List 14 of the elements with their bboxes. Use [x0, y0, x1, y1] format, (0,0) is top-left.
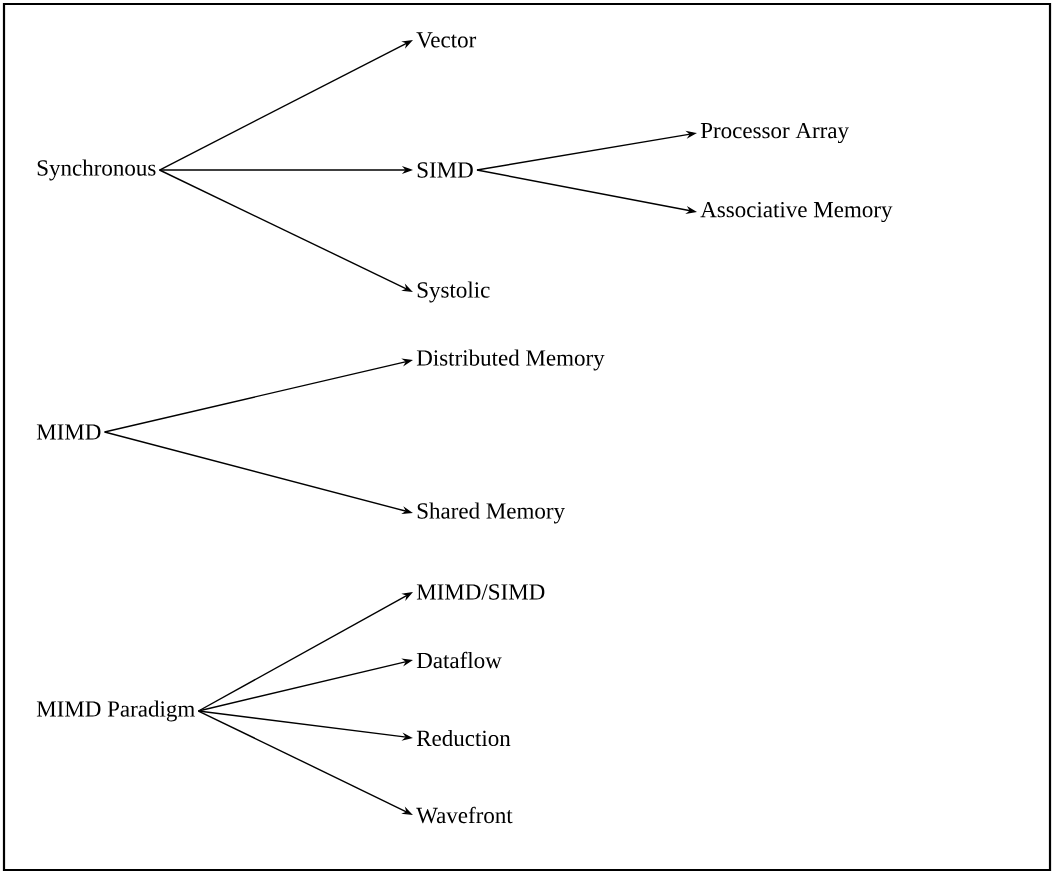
node-label: MIMD Paradigm	[36, 700, 195, 722]
node-label: Systolic	[417, 281, 490, 303]
node-label: Dataflow	[416, 651, 502, 669]
node-label: Associative Memory	[700, 201, 893, 223]
node-label: Vector	[416, 32, 477, 48]
node-label: Synchronous	[37, 159, 156, 181]
node-label: Shared Memory	[417, 502, 565, 524]
node-label: Wavefront	[416, 806, 513, 824]
node-label: MIMD	[36, 424, 101, 440]
node-label: Distributed Memory	[416, 349, 605, 371]
node-label: SIMD	[417, 162, 473, 178]
node-label: Reduction	[416, 729, 511, 747]
node-label: MIMD/SIMD	[416, 584, 545, 600]
node-label: Processor Array	[700, 122, 849, 144]
